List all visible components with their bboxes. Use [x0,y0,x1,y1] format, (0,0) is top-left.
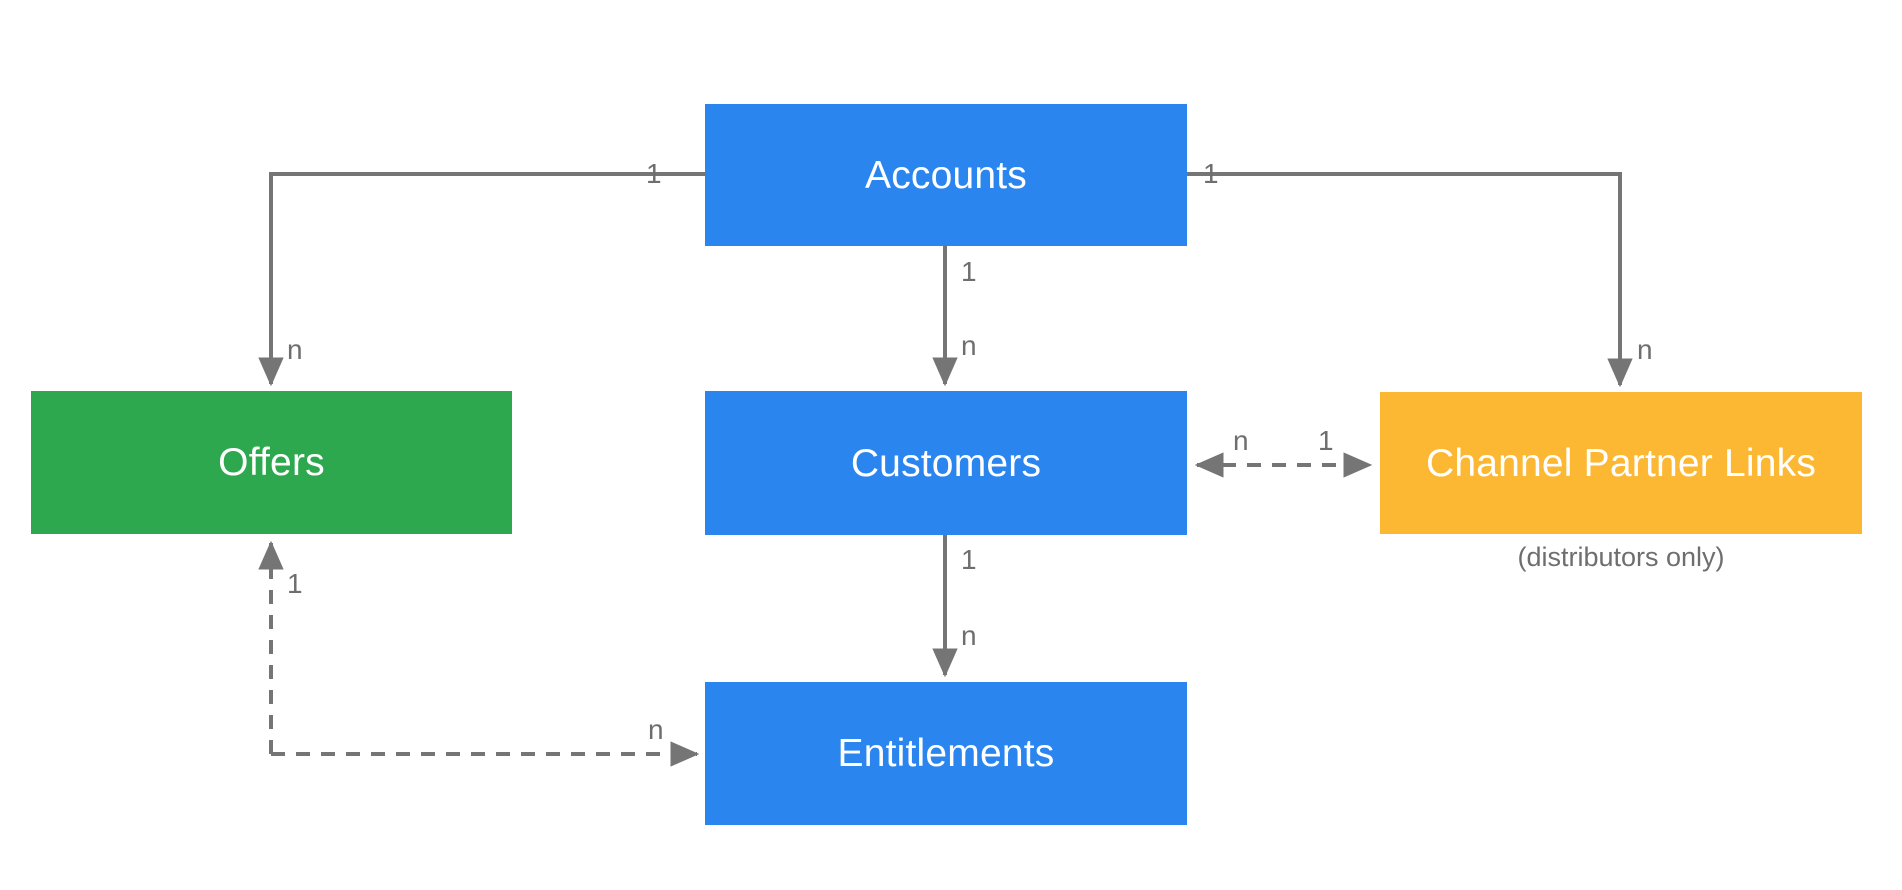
label-accounts-customers-one: 1 [961,256,977,287]
node-offers-label: Offers [218,441,325,484]
channel-partner-links-caption: (distributors only) [1517,542,1725,572]
label-customers-entitlements-many: n [961,620,977,651]
node-channel-partner-links-label: Channel Partner Links [1425,441,1817,485]
label-accounts-channel-partner-links-many: n [1637,334,1653,365]
label-accounts-channel-partner-links-one: 1 [1203,158,1219,189]
node-entitlements[interactable]: Entitlements [705,682,1187,825]
node-accounts-label: Accounts [864,153,1028,197]
label-offers-entitlements-many: n [648,714,664,745]
node-channel-partner-links[interactable]: Channel Partner Links [1380,392,1862,534]
label-accounts-customers-many: n [961,330,977,361]
node-accounts[interactable]: Accounts [705,104,1187,246]
label-accounts-offers-one: 1 [646,158,662,189]
label-customers-entitlements-one: 1 [961,544,977,575]
label-offers-entitlements-one: 1 [287,568,303,599]
edge-accounts-offers [258,172,705,387]
label-customers-channel-partner-links-many: n [1233,425,1249,456]
label-accounts-offers-many: n [287,334,303,365]
node-customers-label: Customers [850,441,1042,485]
label-channel-partner-links-customers-one: 1 [1318,425,1334,456]
edge-accounts-channel-partner-links [1187,172,1633,388]
node-customers[interactable]: Customers [705,391,1187,535]
node-entitlements-label: Entitlements [837,732,1055,775]
node-offers[interactable]: Offers [31,391,512,534]
